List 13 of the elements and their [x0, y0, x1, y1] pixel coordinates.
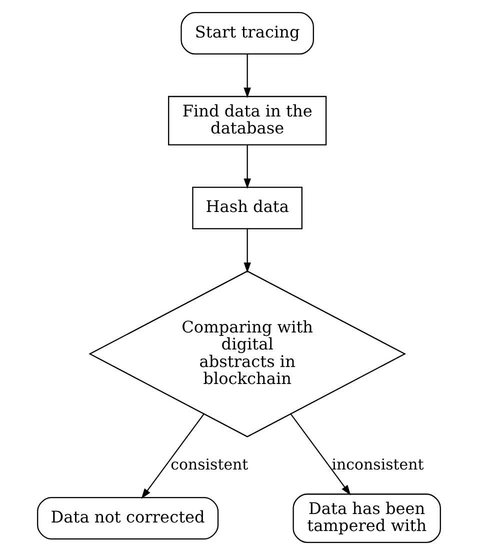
node-box: Hash data	[192, 186, 302, 230]
arrow	[244, 145, 251, 189]
arrow	[244, 228, 251, 273]
arrow	[290, 414, 351, 496]
node-box: Data has been tampered with	[292, 494, 441, 543]
node-box: Data not corrected	[37, 497, 219, 540]
node-box: Start tracing	[180, 12, 314, 55]
edge-label: consistent	[170, 455, 248, 474]
arrow	[141, 414, 204, 499]
node-box: Find data in the database	[168, 96, 327, 146]
node-diamond: Comparing with digital abstracts in blockchain	[88, 270, 406, 438]
edge-label: inconsistent	[332, 455, 424, 474]
arrow	[244, 54, 251, 98]
